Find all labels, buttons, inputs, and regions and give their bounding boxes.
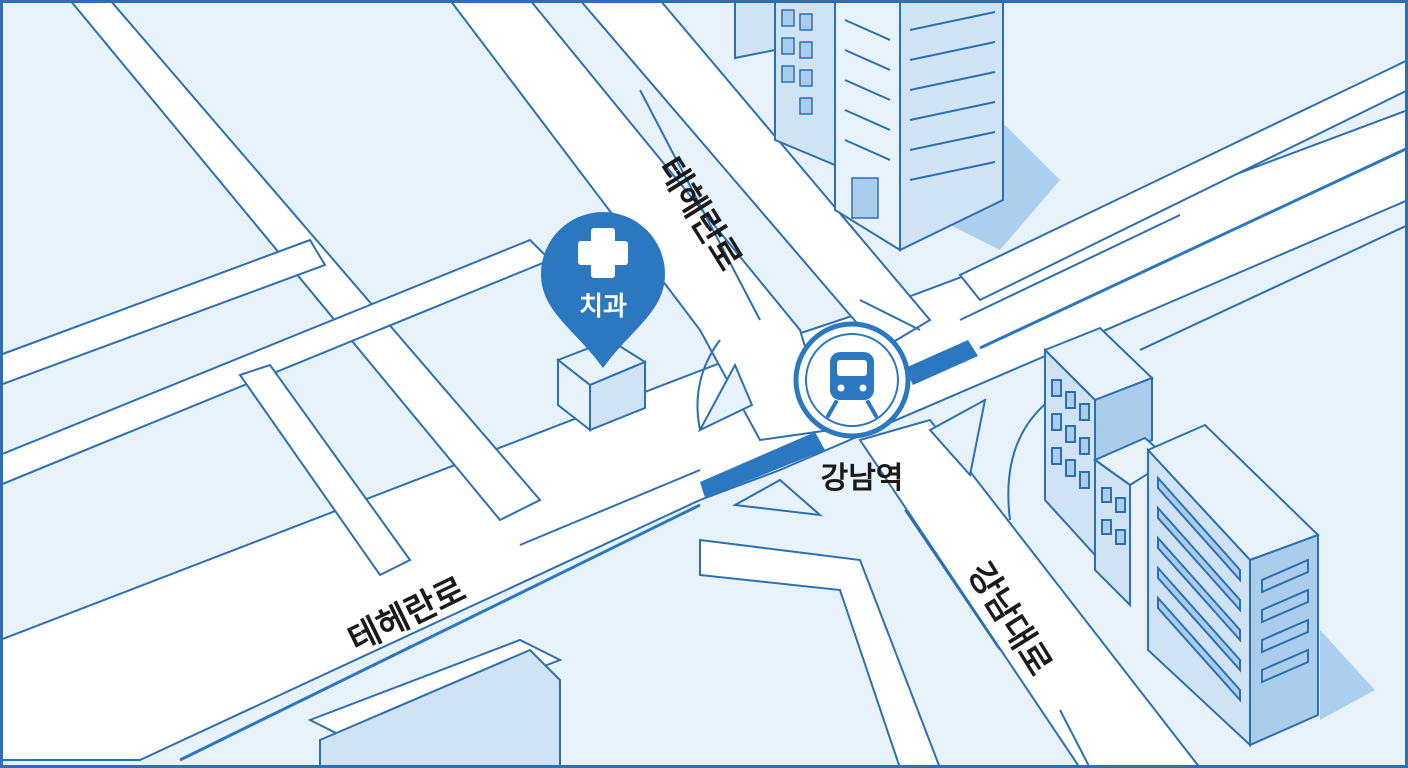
road-side-2 [0,238,327,387]
lane-lines [519,89,1408,768]
traffic-islands [697,362,987,517]
road-right-upper [958,58,1408,302]
road-northeast [578,0,932,352]
road-side-4 [238,363,412,577]
road-lower-1 [699,538,942,768]
clinic-pin[interactable]: 치과 [541,212,665,368]
buildings-east [1043,326,1375,748]
road-gangnam-daero [858,418,1202,768]
clinic-label: 치과 [579,292,627,322]
buildings-north [734,0,1060,252]
medical-cross-icon [578,228,628,278]
road-teheran-main [0,108,1408,761]
subway-train-icon [826,352,878,418]
subway-line [179,146,1408,762]
building-southwest [319,648,561,768]
station-marker[interactable] [793,321,911,439]
station-name-label: 강남역 [821,461,904,496]
